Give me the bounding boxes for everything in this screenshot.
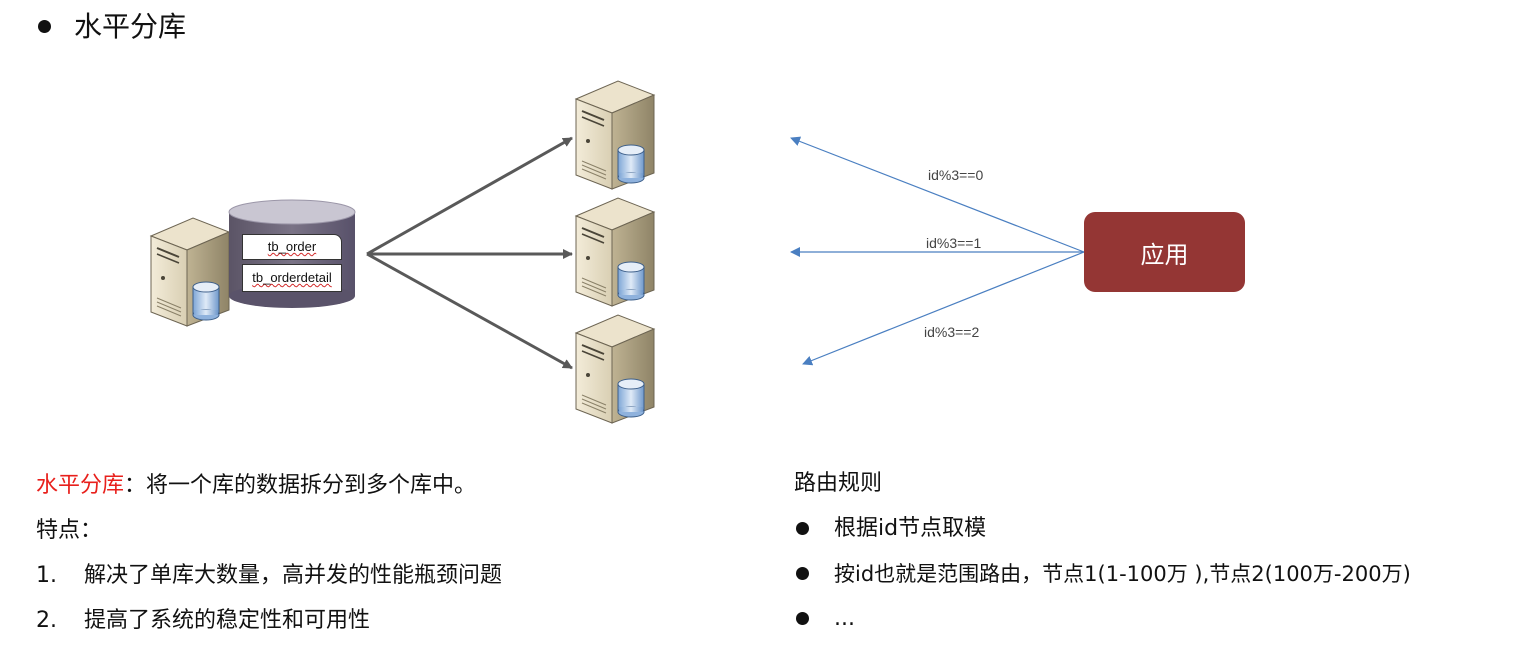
routing-bullet [796, 567, 809, 580]
target-server-icon-2 [575, 197, 655, 307]
features-title: 特点： [36, 518, 103, 543]
split-arrow-3 [366, 252, 573, 370]
app-node: 应用 [1084, 212, 1245, 292]
feature-number: 1. [36, 563, 57, 588]
definition-text: 将一个库的数据拆分到多个库中。 [146, 473, 477, 498]
route-label-0: id%3==0 [928, 167, 984, 183]
heading-bullet [38, 20, 51, 33]
route-label-1: id%3==1 [926, 235, 982, 251]
table-label-tb-orderdetail: tb_orderdetail [242, 264, 342, 292]
route-arrow-0 [790, 136, 1085, 253]
routing-title: 路由规则 [794, 471, 883, 496]
source-server-icon [150, 217, 230, 327]
table-name: tb_order [267, 239, 317, 254]
table-name: tb_orderdetail [252, 270, 332, 285]
feature-text: 解决了单库大数量，高并发的性能瓶颈问题 [84, 563, 503, 588]
feature-item: 1. 解决了单库大数量，高并发的性能瓶颈问题 [36, 561, 502, 591]
routing-bullet [796, 522, 809, 535]
table-label-tb-order: tb_order [242, 234, 342, 260]
routing-item: ... [834, 606, 855, 631]
route-label-2: id%3==2 [924, 324, 980, 340]
definition-separator: ： [124, 473, 147, 498]
page-title: 水平分库 [74, 10, 187, 43]
feature-number: 2. [36, 608, 57, 633]
routing-item: 按id也就是范围路由，节点1(1-100万 ),节点2(100万-200万) [834, 562, 1411, 586]
split-arrow-1 [366, 136, 573, 256]
split-arrows [366, 136, 573, 370]
routing-item: 根据id节点取模 [834, 516, 987, 541]
sharding-diagram [150, 80, 1085, 424]
definition-line: 水平分库：将一个库的数据拆分到多个库中。 [36, 471, 476, 501]
routing-bullet [796, 612, 809, 625]
target-server-icon-3 [575, 314, 655, 424]
feature-item: 2. 提高了系统的稳定性和可用性 [36, 606, 370, 636]
route-arrow-2 [802, 251, 1085, 366]
definition-term: 水平分库 [36, 473, 125, 498]
feature-text: 提高了系统的稳定性和可用性 [84, 608, 371, 633]
target-server-icon-1 [575, 80, 655, 190]
route-arrows [790, 136, 1085, 366]
